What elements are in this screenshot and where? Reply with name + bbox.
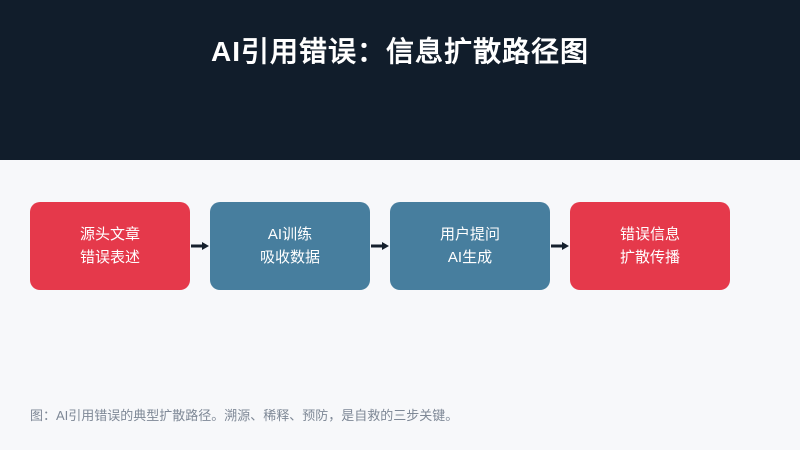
flow-node-user-query: 用户提问 AI生成 <box>390 202 550 290</box>
flow-node-line2: 吸收数据 <box>259 249 320 266</box>
flow-node-ai-training: AI训练 吸收数据 <box>210 202 370 290</box>
flow-node-error-source: 源头文章 错误表述 <box>30 202 190 290</box>
page-title: AI引用错误：信息扩散路径图 <box>210 36 589 67</box>
flow-node-line2: 扩散传播 <box>619 249 680 266</box>
arrow-right-icon <box>551 242 569 250</box>
flow-node-line1: 源头文章 <box>79 226 140 243</box>
flow-node-error-spread: 错误信息 扩散传播 <box>570 202 730 290</box>
flow-node-line2: AI生成 <box>447 249 493 266</box>
flow-node-line1: AI训练 <box>267 226 313 243</box>
flow-diagram: 源头文章 错误表述 AI训练 吸收数据 用户提问 AI生成 错误信息 扩散传播 <box>30 202 730 290</box>
arrow-right-icon <box>191 242 209 250</box>
arrow-right-icon <box>371 242 389 250</box>
flow-node-line2: 错误表述 <box>79 249 140 266</box>
figure-caption: 图：AI引用错误的典型扩散路径。溯源、稀释、预防，是自救的三步关键。 <box>30 408 459 423</box>
flow-node-line1: 用户提问 <box>439 226 500 243</box>
title-banner: AI引用错误：信息扩散路径图 <box>0 0 800 160</box>
flow-node-line1: 错误信息 <box>619 226 680 243</box>
